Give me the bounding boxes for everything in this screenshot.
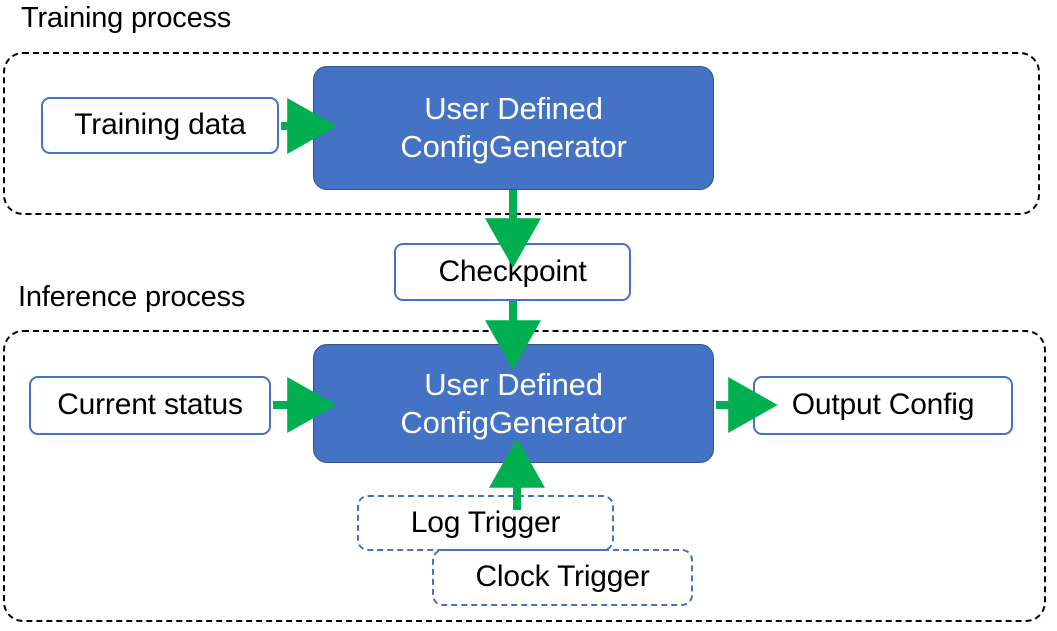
node-user-defined-config-generator-training[interactable]: User Defined ConfigGenerator [313, 66, 714, 190]
training-process-title: Training process [21, 2, 232, 34]
generator-inference-label-line2: ConfigGenerator [400, 404, 627, 440]
node-checkpoint[interactable]: Checkpoint [394, 243, 631, 301]
inference-process-title: Inference process [18, 281, 246, 313]
generator-inference-label-line1: User Defined [424, 366, 603, 402]
generator-training-label-line1: User Defined [424, 91, 603, 127]
node-user-defined-config-generator-inference[interactable]: User Defined ConfigGenerator [313, 344, 714, 463]
node-clock-trigger[interactable]: Clock Trigger [432, 549, 693, 606]
node-output-config[interactable]: Output Config [753, 376, 1013, 435]
node-log-trigger[interactable]: Log Trigger [357, 495, 614, 551]
node-training-data[interactable]: Training data [41, 97, 279, 154]
generator-training-label-line2: ConfigGenerator [400, 129, 627, 164]
training-process-container [3, 52, 1040, 215]
node-current-status[interactable]: Current status [29, 376, 271, 435]
